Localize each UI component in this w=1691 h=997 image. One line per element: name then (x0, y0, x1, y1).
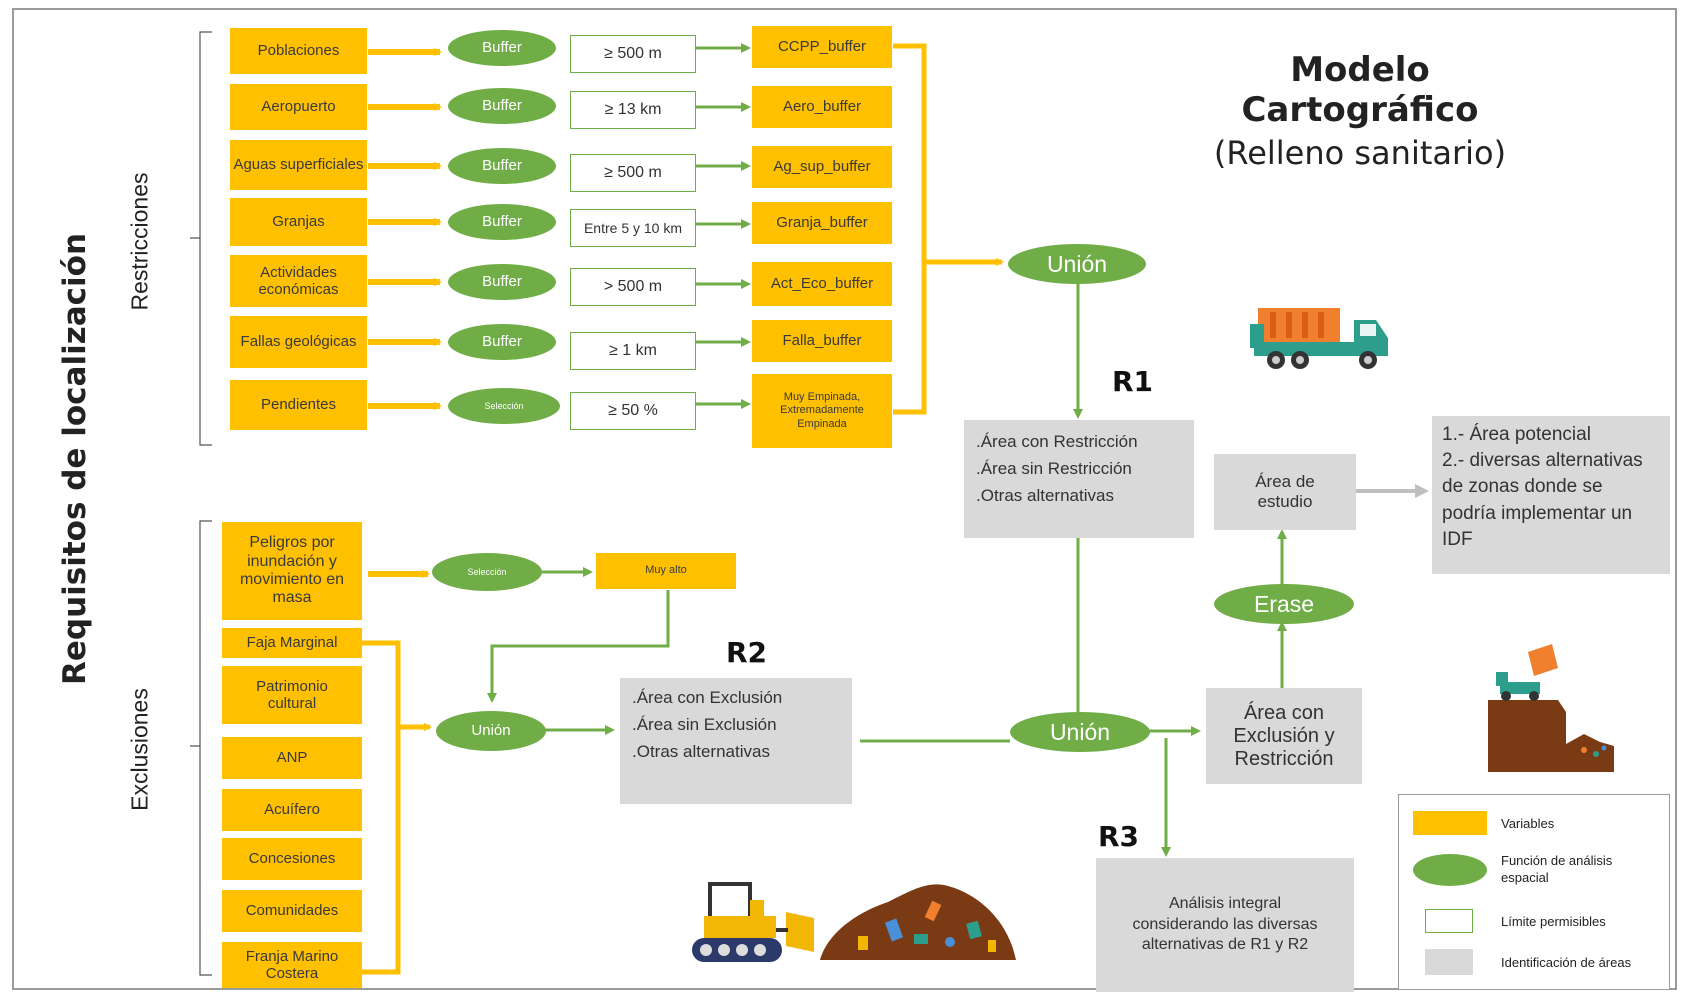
label-r2: R2 (726, 636, 768, 669)
function-union-3: Unión (1010, 712, 1150, 752)
output-act-eco-buffer: Act_Eco_buffer (752, 262, 892, 306)
r1-item: .Otras alternativas (976, 486, 1114, 506)
variable-actividades-economicas: Actividades económicas (230, 255, 367, 307)
area-r3: Análisis integral considerando las diver… (1096, 858, 1354, 992)
variable-aeropuerto: Aeropuerto (230, 84, 367, 130)
output-pendientes: Muy Empinada, Extremadamente Empinada (752, 374, 892, 448)
output-ccpp-buffer: CCPP_buffer (752, 26, 892, 68)
limit-pendientes: ≥ 50 % (570, 392, 696, 430)
legend-item-limite: Límite permisibles (1425, 909, 1606, 933)
legend-label: Variables (1501, 815, 1555, 831)
bulldozer-icon (692, 882, 814, 962)
function-buffer: Buffer (448, 88, 556, 124)
legend-item-areas: Identificación de áreas (1425, 949, 1631, 975)
output-ag-sup-buffer: Ag_sup_buffer (752, 146, 892, 188)
legend-swatch-limit (1425, 909, 1473, 933)
function-buffer: Buffer (448, 204, 556, 240)
function-seleccion: Selección (448, 388, 560, 424)
side-label-requisitos: Requisitos de localización (57, 232, 93, 685)
variable-pendientes: Pendientes (230, 380, 367, 430)
variable-poblaciones: Poblaciones (230, 28, 367, 74)
r2-item: .Otras alternativas (632, 742, 770, 762)
function-buffer: Buffer (448, 30, 556, 66)
result-line-1: 1.- Área potencial (1442, 424, 1591, 445)
side-label-restricciones: Restricciones (126, 172, 153, 311)
bracket-restricciones (190, 31, 212, 446)
variable-patrimonio-cultural: Patrimonio cultural (222, 666, 362, 724)
legend-label: Límite permisibles (1501, 913, 1606, 929)
function-union-2: Unión (436, 711, 546, 751)
diagram-title: Modelo Cartográfico (Relleno sanitario) (1190, 50, 1530, 172)
garbage-truck-icon (1250, 308, 1388, 369)
legend-item-funcion: Función de análisis espacial (1413, 853, 1641, 887)
side-label-exclusiones: Exclusiones (126, 688, 153, 811)
exclusion-collector-line (362, 640, 401, 975)
variable-comunidades: Comunidades (222, 890, 362, 932)
function-erase: Erase (1214, 584, 1354, 624)
label-r3: R3 (1098, 820, 1140, 853)
variable-peligros: Peligros por inundación y movimiento en … (222, 522, 362, 620)
output-muy-alto: Muy alto (596, 553, 736, 589)
r1-item: .Área sin Restricción (976, 459, 1132, 479)
variable-aguas-superficiales: Aguas superficiales (230, 140, 367, 190)
output-aero-buffer: Aero_buffer (752, 86, 892, 128)
output-granja-buffer: Granja_buffer (752, 202, 892, 244)
diagram-frame (12, 8, 1677, 990)
variable-faja-marginal: Faja Marginal (222, 628, 362, 658)
arrow-muyalto-to-union2 (487, 590, 670, 703)
area-exclusion-restriccion: Área con Exclusión y Restricción (1206, 688, 1362, 784)
variable-granjas: Granjas (230, 198, 367, 246)
legend-item-variables: Variables (1413, 811, 1554, 835)
area-r1: .Área con Restricción .Área sin Restricc… (964, 420, 1194, 538)
result-line-2: 2.- diversas alternativas de zonas donde… (1442, 450, 1643, 550)
r2-item: .Área con Exclusión (632, 688, 783, 707)
r1-item: .Área con Restricción (976, 432, 1138, 451)
limit-aguas: ≥ 500 m (570, 154, 696, 192)
variable-anp: ANP (222, 737, 362, 779)
title-line-2: (Relleno sanitario) (1213, 134, 1507, 172)
limit-granjas: Entre 5 y 10 km (570, 209, 696, 247)
dump-truck-icon (1488, 644, 1614, 772)
limit-actividades: > 500 m (570, 268, 696, 306)
limit-fallas: ≥ 1 km (570, 332, 696, 370)
garbage-pile-icon (820, 884, 1016, 960)
output-falla-buffer: Falla_buffer (752, 320, 892, 362)
result-box: 1.- Área potencial 2.- diversas alternat… (1432, 416, 1670, 574)
bracket-exclusiones (190, 520, 212, 976)
function-buffer: Buffer (448, 264, 556, 300)
legend-label: Identificación de áreas (1501, 954, 1632, 970)
legend-swatch-variable (1413, 811, 1487, 835)
limit-aeropuerto: ≥ 13 km (570, 91, 696, 129)
area-r2: .Área con Exclusión .Área sin Exclusión … (620, 678, 852, 804)
r2-item: .Área sin Exclusión (632, 715, 777, 735)
limit-poblaciones: ≥ 500 m (570, 35, 696, 73)
function-buffer: Buffer (448, 148, 556, 184)
function-buffer: Buffer (448, 324, 556, 360)
area-de-estudio: Área de estudio (1214, 454, 1356, 530)
legend-swatch-function (1413, 853, 1487, 886)
variable-fallas-geologicas: Fallas geológicas (230, 316, 367, 368)
legend: Variables Función de análisis espacial L… (1398, 794, 1670, 990)
legend-swatch-area (1425, 949, 1473, 975)
variable-concesiones: Concesiones (222, 838, 362, 880)
legend-label: Función de análisis espacial (1501, 853, 1613, 885)
function-seleccion-peligros: Selección (432, 553, 542, 591)
function-union-1: Unión (1008, 244, 1146, 284)
title-line-1: Modelo Cartográfico (1241, 50, 1479, 130)
connector-arrows (190, 31, 1429, 976)
variable-franja-marino-costera: Franja Marino Costera (222, 942, 362, 988)
label-r1: R1 (1112, 365, 1154, 398)
variable-acuifero: Acuífero (222, 789, 362, 831)
collector-line (893, 43, 927, 415)
